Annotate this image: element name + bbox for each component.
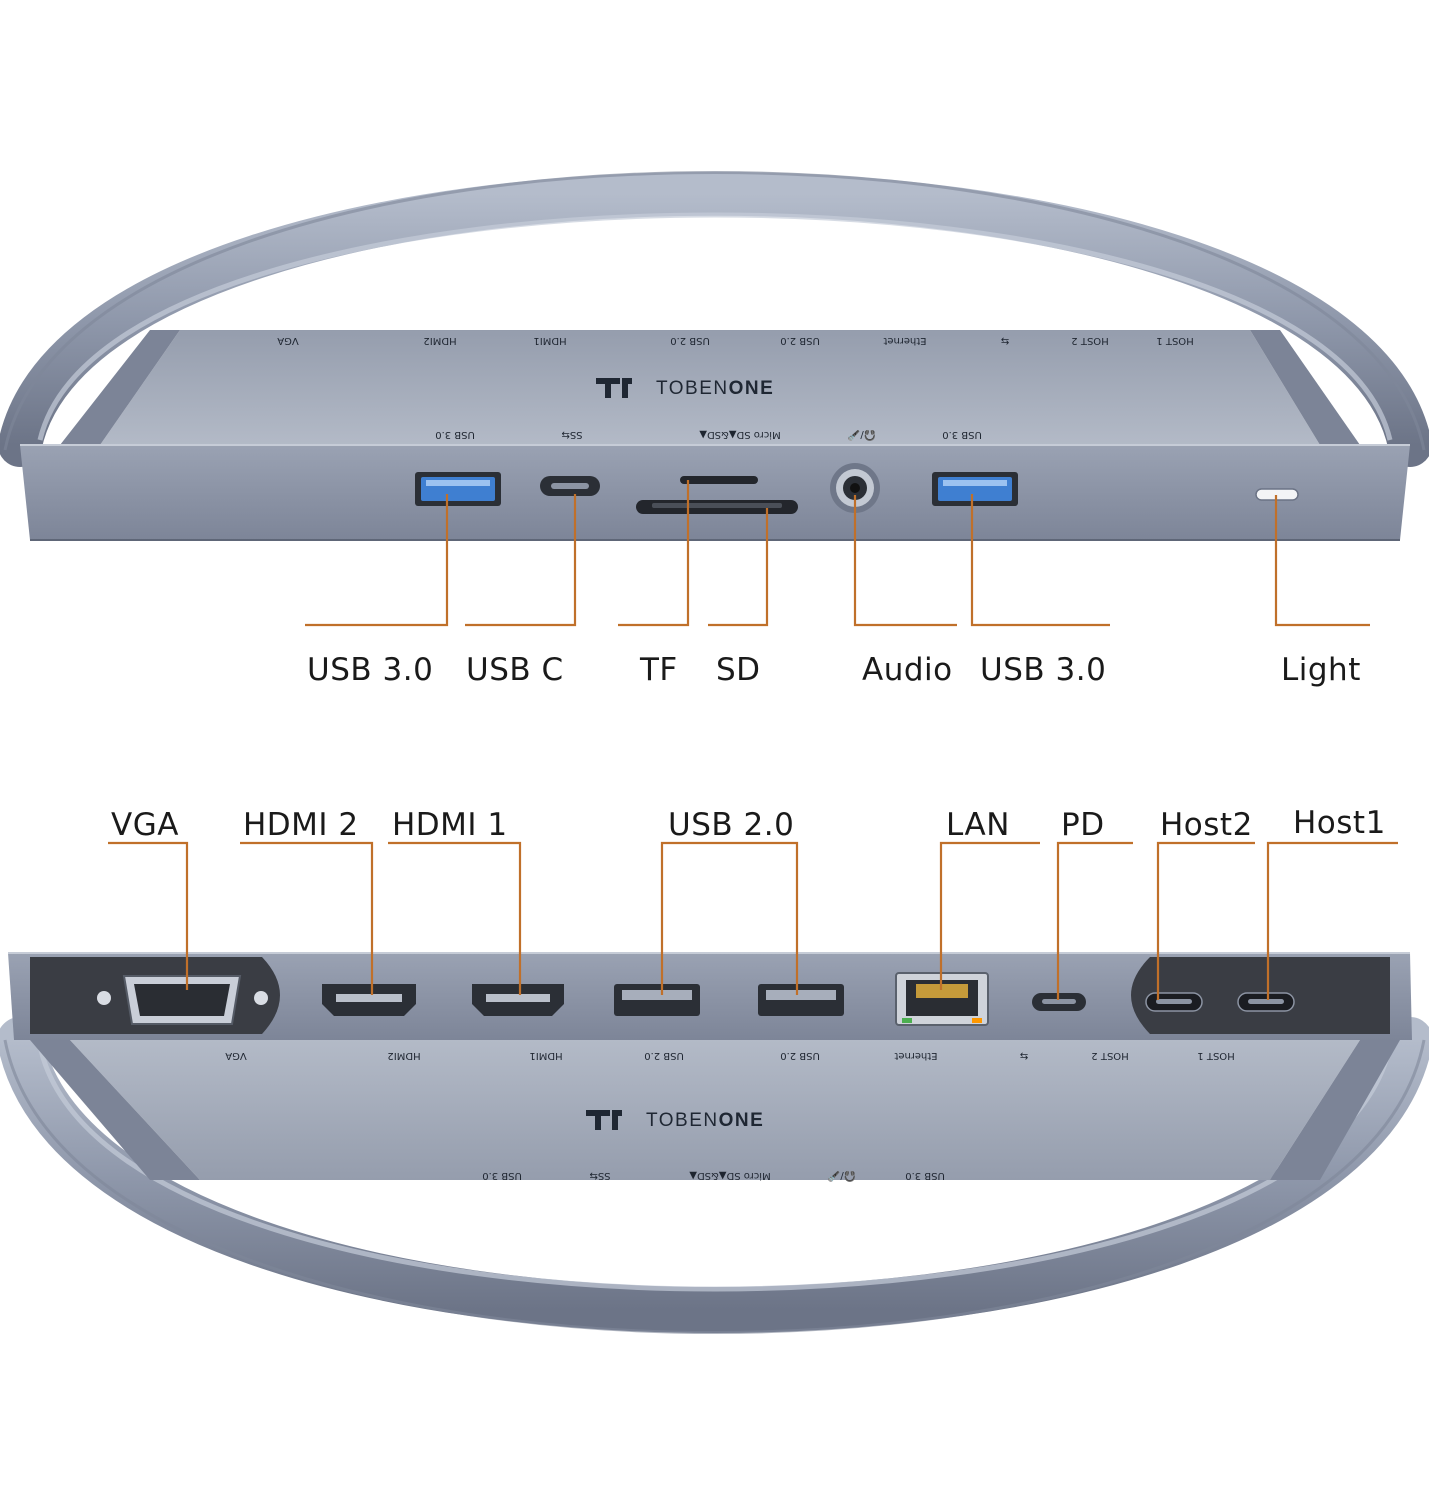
- bottom-rear-silk-3: 🎧/🎤: [827, 1170, 856, 1183]
- bottom-silk-1: HDMI2: [387, 1050, 420, 1061]
- top-rear-silk-1: HDMI2: [423, 335, 456, 346]
- top-rear-silk-5: Ethernet: [883, 335, 926, 346]
- bottom-host2-port: [1145, 992, 1203, 1012]
- bottom-back-face: [8, 953, 1412, 1040]
- label-audio: Audio: [862, 652, 953, 688]
- bottom-silk-4: USB 2.0: [780, 1050, 820, 1061]
- label-hdmi2: HDMI 2: [243, 807, 359, 843]
- bottom-hub-view: VGA HDMI2 HDMI1 USB 2.0 USB 2.0 Ethernet ⇆ HOST…: [0, 841, 1429, 1334]
- bottom-usb2-port-b: [758, 984, 844, 1016]
- bottom-silk-8: HOST 1: [1197, 1050, 1234, 1061]
- top-rear-silkscreen: VGA HDMI2 HDMI1 USB 2.0 USB 2.0 Ethernet ⇆ HOST…: [277, 335, 1194, 346]
- top-rear-silk-7: HOST 2: [1071, 335, 1108, 346]
- bottom-rear-silk-4: USB 3.0: [905, 1170, 945, 1181]
- top-usb-c-port: [540, 476, 600, 496]
- top-rear-silk-3: USB 2.0: [670, 335, 710, 346]
- top-usb3-right-port: [932, 472, 1018, 506]
- bottom-front-silkscreen: VGA HDMI2 HDMI1 USB 2.0 USB 2.0 Ethernet ⇆ HOST…: [225, 1050, 1235, 1061]
- label-light: Light: [1281, 652, 1361, 688]
- top-front-face: [20, 445, 1410, 540]
- bottom-silk-5: Ethernet: [894, 1050, 937, 1061]
- bottom-rear-silk-2: Micro SD▲&SD▲: [689, 1170, 771, 1181]
- top-sd-slot: [636, 500, 798, 514]
- top-rear-silk-0: VGA: [277, 335, 299, 346]
- top-silk-4: USB 3.0: [942, 429, 982, 440]
- top-rear-silk-6: ⇆: [1001, 335, 1009, 346]
- top-leader-lines: [305, 480, 1370, 627]
- bottom-host1-port: [1237, 992, 1295, 1012]
- label-sd: SD: [716, 652, 761, 688]
- bottom-pd-port: [1032, 993, 1086, 1011]
- top-silk-3: 🎧/🎤: [847, 429, 876, 442]
- bottom-vga-port: [97, 975, 268, 1025]
- bottom-silk-6: ⇆: [1020, 1050, 1028, 1061]
- top-inner-panel: [100, 330, 1320, 445]
- bottom-silk-0: VGA: [225, 1050, 247, 1061]
- top-front-silkscreen: USB 3.0 SS⇆ Micro SD▲&SD▲ 🎧/🎤 USB 3.0: [435, 429, 982, 442]
- bottom-usb2-port-a: [614, 984, 700, 1016]
- bottom-hdmi1-port: [472, 984, 564, 1016]
- bottom-silk-3: USB 2.0: [644, 1050, 684, 1061]
- label-usb-c: USB C: [466, 652, 564, 688]
- label-usb3-right: USB 3.0: [980, 652, 1107, 688]
- label-vga: VGA: [111, 807, 179, 843]
- bottom-inner-panel: [70, 1040, 1360, 1180]
- top-silk-2: Micro SD▲&SD▲: [699, 429, 781, 440]
- bottom-brand-logo: TOBENONE: [586, 1110, 764, 1131]
- top-rear-silk-2: HDMI1: [533, 335, 566, 346]
- svg-text:TOBENONE: TOBENONE: [656, 378, 774, 399]
- label-host1: Host1: [1293, 805, 1386, 841]
- top-silk-1: SS⇆: [561, 429, 582, 440]
- label-usb3-left: USB 3.0: [307, 652, 434, 688]
- bottom-leader-lines: [108, 841, 1398, 1000]
- label-tf: TF: [640, 652, 678, 688]
- top-rear-silk-4: USB 2.0: [780, 335, 820, 346]
- bottom-silk-7: HOST 2: [1091, 1050, 1128, 1061]
- label-lan: LAN: [946, 807, 1010, 843]
- label-hdmi1: HDMI 1: [392, 807, 508, 843]
- bottom-hdmi2-port: [322, 984, 416, 1016]
- top-usb3-left-port: [415, 472, 501, 506]
- top-silk-0: USB 3.0: [435, 429, 475, 440]
- svg-text:TOBENONE: TOBENONE: [646, 1110, 764, 1131]
- top-audio-jack: [830, 463, 880, 513]
- bottom-rear-silk-1: SS⇆: [589, 1170, 610, 1181]
- bottom-silk-2: HDMI1: [529, 1050, 562, 1061]
- top-rear-silk-8: HOST 1: [1156, 335, 1193, 346]
- top-tf-slot: [680, 476, 758, 484]
- bottom-rear-silk-0: USB 3.0: [482, 1170, 522, 1181]
- bottom-rear-silkscreen: USB 3.0 SS⇆ Micro SD▲&SD▲ 🎧/🎤 USB 3.0: [482, 1170, 945, 1183]
- top-arc-handle: [0, 171, 1429, 467]
- label-pd: PD: [1061, 807, 1105, 843]
- label-usb2: USB 2.0: [668, 807, 795, 843]
- top-brand-logo: TOBENONE: [596, 378, 774, 399]
- top-hub-view: VGA HDMI2 HDMI1 USB 2.0 USB 2.0 Ethernet ⇆ HOST…: [0, 171, 1429, 627]
- label-host2: Host2: [1160, 807, 1253, 843]
